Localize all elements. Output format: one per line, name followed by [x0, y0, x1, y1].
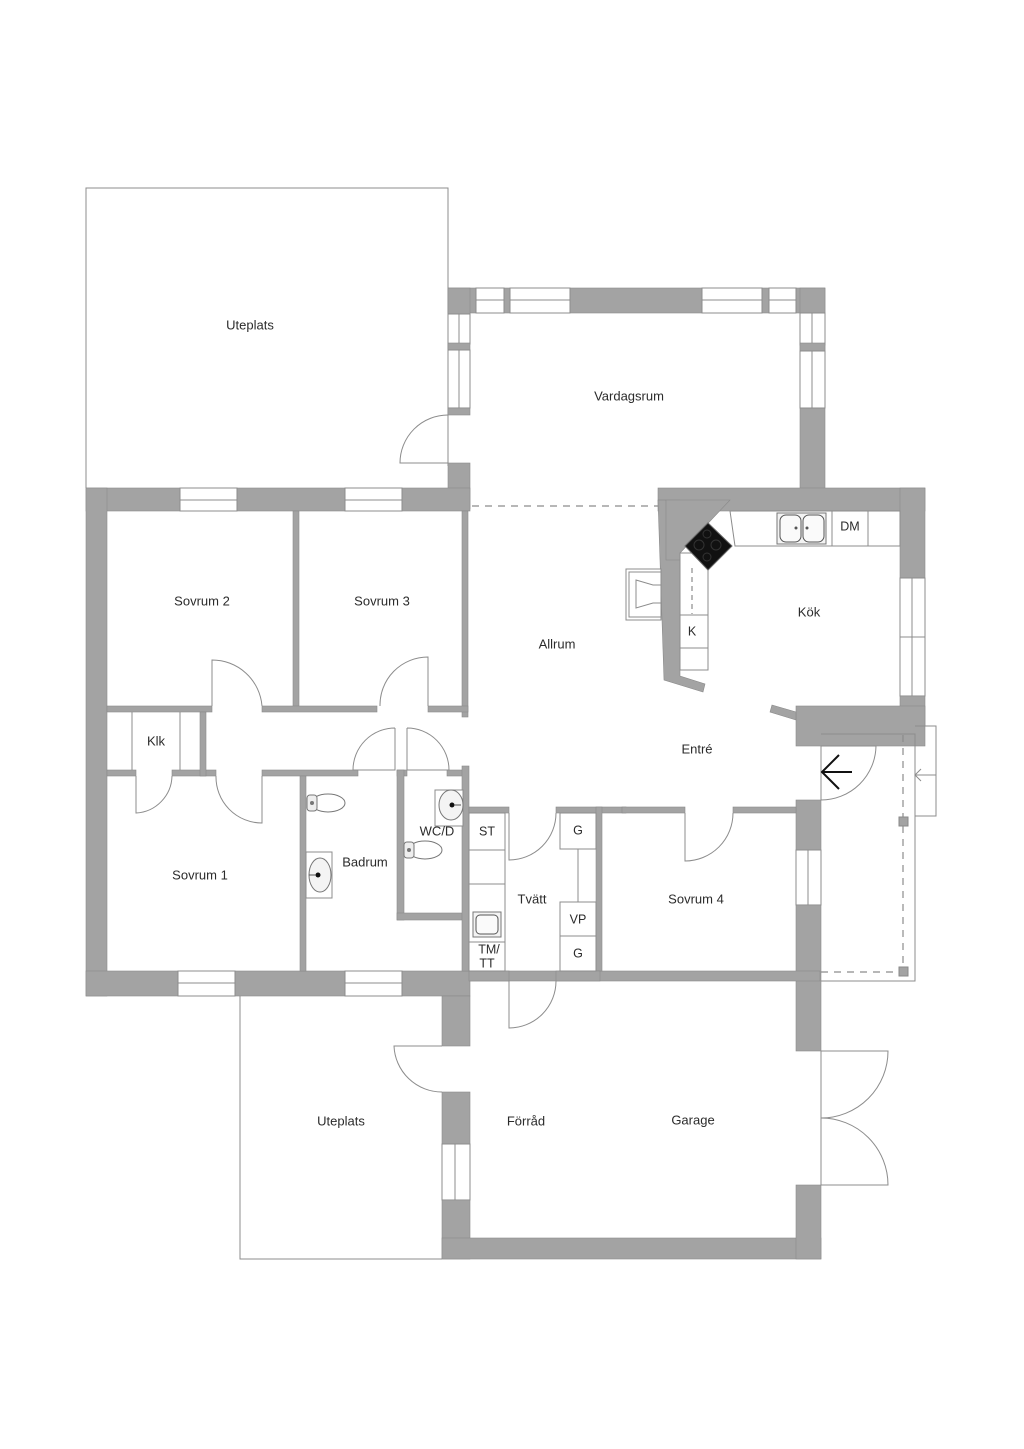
fireplace-icon: [625, 568, 662, 621]
room-label-klk: Klk: [147, 733, 166, 748]
door-swing-icon: [135, 775, 173, 814]
room-label-sovrum3: Sovrum 3: [354, 593, 410, 608]
stove-icon: [684, 522, 733, 571]
fixture-label-tt: TT: [479, 956, 495, 970]
fixture-labels: DM K ST TM/ TT G VP G: [478, 519, 859, 970]
washbasin-icon: [305, 851, 333, 899]
door-swing-icon: [406, 727, 450, 771]
toilet-icon: [306, 793, 346, 813]
door-swing-icon: [820, 1050, 889, 1119]
room-label-sovrum4: Sovrum 4: [668, 891, 724, 906]
patio-bottom: [239, 996, 442, 1260]
door-swing-icon: [379, 656, 429, 707]
doors: [135, 656, 889, 1186]
room-label-uteplats-top: Uteplats: [226, 317, 274, 332]
fixture-label-st: ST: [479, 824, 495, 838]
room-label-garage: Garage: [671, 1112, 714, 1127]
window-icon: [441, 1143, 471, 1201]
room-label-uteplats-bottom: Uteplats: [317, 1113, 365, 1128]
sink-icon: [472, 911, 502, 938]
room-label-allrum: Allrum: [539, 636, 576, 651]
door-swing-icon: [684, 812, 734, 862]
bathroom-fixtures: [305, 789, 464, 899]
room-label-kok: Kök: [798, 604, 821, 619]
door-swing-icon: [215, 775, 263, 824]
door-swing-icon: [211, 659, 263, 707]
door-swing-icon: [352, 727, 396, 771]
patio-top: [85, 187, 449, 488]
sink-icon: [776, 512, 827, 545]
room-label-wcd: WC/D: [420, 823, 455, 838]
entrance-arrow-icon: [820, 754, 852, 790]
room-label-tvatt: Tvätt: [518, 891, 547, 906]
fixture-label-g-top: G: [573, 823, 583, 837]
room-labels: Uteplats Vardagsrum Sovrum 2 Sovrum 3 Al…: [147, 317, 821, 1128]
toilet-icon: [403, 840, 443, 860]
room-label-sovrum2: Sovrum 2: [174, 593, 230, 608]
fixture-label-dm: DM: [840, 519, 859, 533]
room-label-vardagsrum: Vardagsrum: [594, 388, 664, 403]
door-swing-icon: [508, 812, 557, 861]
door-swing-icon: [508, 980, 557, 1029]
fixture-label-tm: TM/: [478, 942, 500, 956]
door-swing-icon: [820, 1117, 889, 1186]
main-walls: [85, 487, 926, 1260]
fixture-label-vp: VP: [570, 912, 587, 926]
fixture-label-k: K: [688, 624, 697, 638]
room-label-entre: Entré: [681, 741, 712, 756]
washbasin-icon: [434, 789, 464, 827]
fixture-label-g-bottom: G: [573, 946, 583, 960]
door-swing-icon: [399, 414, 449, 464]
room-label-badrum: Badrum: [342, 854, 388, 869]
kitchen-counters: [625, 510, 901, 671]
vardagsrum-walls: [399, 287, 826, 510]
laundry-fixtures: [468, 812, 597, 972]
carport: [821, 725, 937, 982]
room-label-sovrum1: Sovrum 1: [172, 867, 228, 882]
door-swing-icon: [820, 745, 877, 801]
door-swing-icon: [393, 1045, 443, 1093]
interior-walls: [106, 510, 797, 982]
room-label-forrad: Förråd: [507, 1113, 545, 1128]
